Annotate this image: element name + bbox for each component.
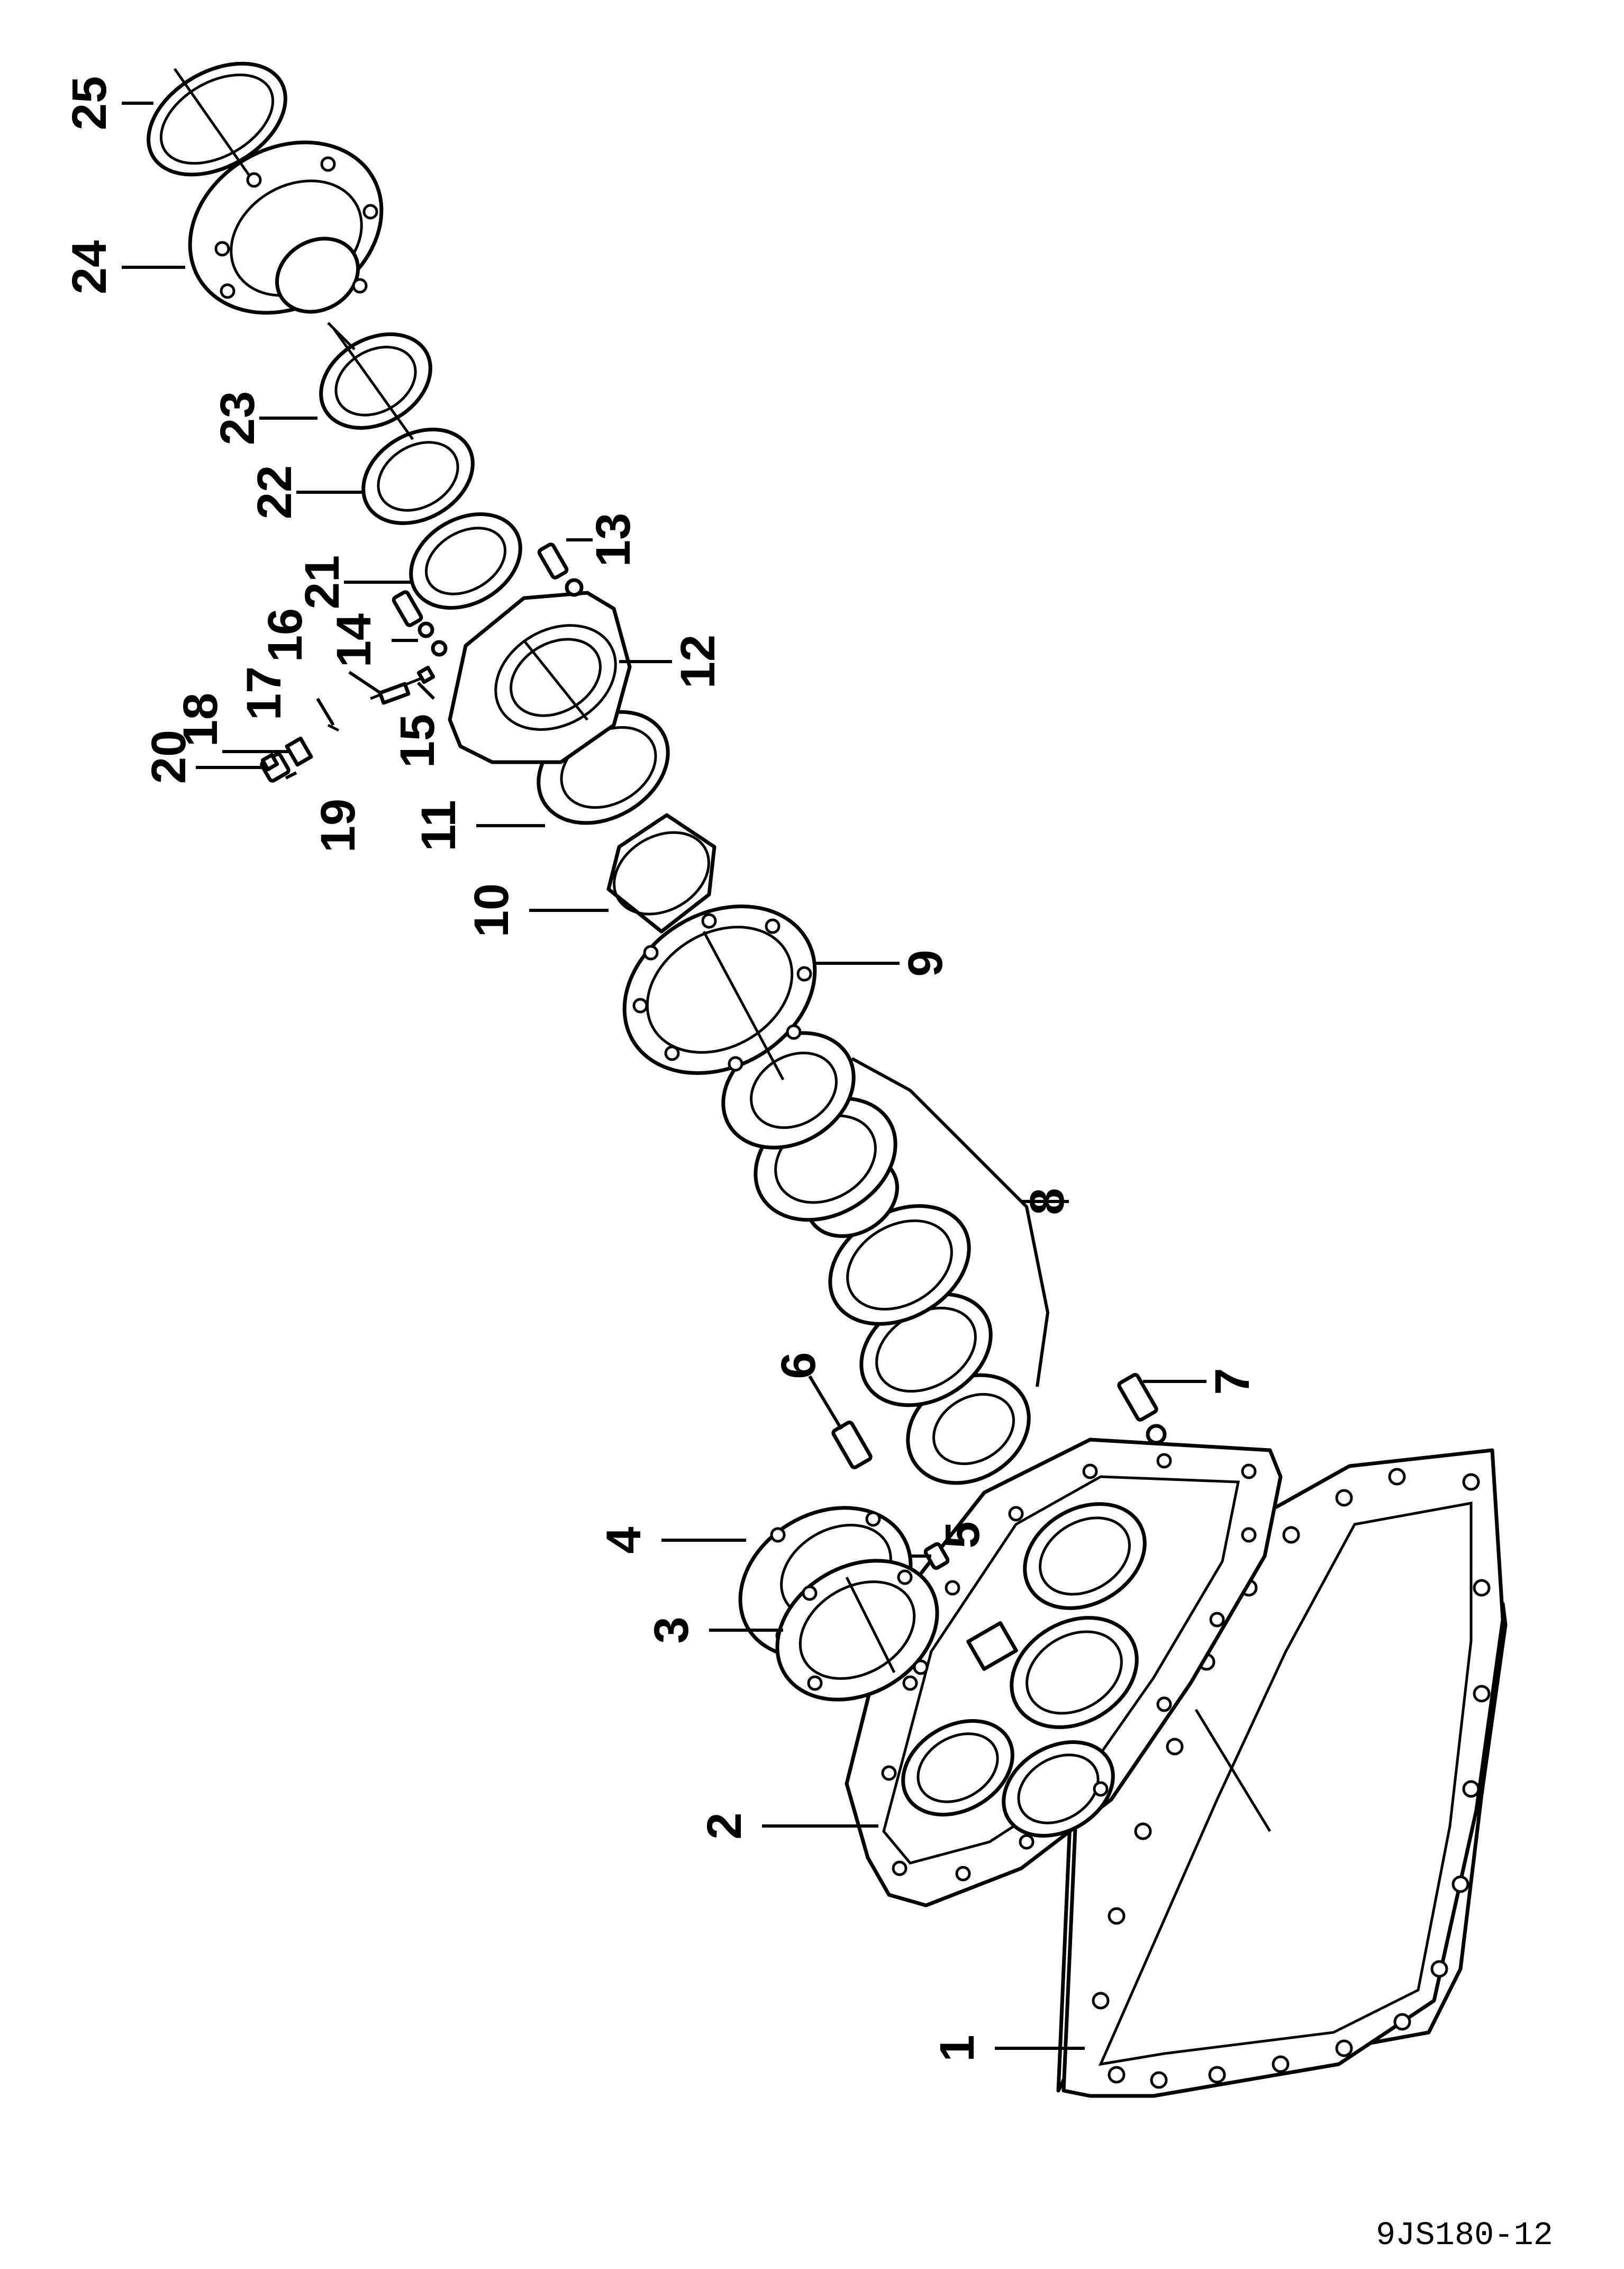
callout-5: 5 xyxy=(936,1521,990,1548)
part-8-bearing-set xyxy=(721,1031,1050,1485)
callout-7: 7 xyxy=(1205,1368,1259,1395)
callout-19: 19 xyxy=(311,799,365,853)
part-22-spacer xyxy=(361,428,475,525)
callout-22: 22 xyxy=(248,465,302,519)
part-20-cap xyxy=(260,753,279,772)
callout-3: 3 xyxy=(645,1616,698,1643)
part-13-bolt xyxy=(537,543,584,597)
callout-labels: 1 2 3 4 5 6 7 8 9 10 11 12 13 14 15 16 1… xyxy=(62,76,1259,2062)
gasket-holes xyxy=(1092,1468,1491,2089)
part-7-bolt-and-washer xyxy=(1117,1373,1167,1445)
callout-10: 10 xyxy=(465,883,519,937)
callout-1: 1 xyxy=(930,2035,984,2062)
part-9-retainer xyxy=(622,905,817,1081)
part-12-carrier xyxy=(448,591,632,764)
housing-bolt-holes xyxy=(881,1453,1257,1882)
callout-24: 24 xyxy=(62,240,116,294)
callout-15: 15 xyxy=(391,714,444,768)
part-18-spring xyxy=(285,736,313,767)
callout-18: 18 xyxy=(174,693,228,747)
leader-lines xyxy=(122,102,1206,2050)
part-14-bolt xyxy=(392,590,448,657)
part-25-ring xyxy=(147,61,287,177)
part-5-pin xyxy=(923,1542,950,1570)
callout-6: 6 xyxy=(772,1352,825,1379)
drawing-code: 9JS180-12 xyxy=(1376,2217,1553,2254)
callout-4: 4 xyxy=(597,1526,651,1553)
part-16-shaft xyxy=(370,676,424,705)
callout-12: 12 xyxy=(671,635,725,689)
part-10-sleeve xyxy=(606,813,716,934)
part-3-gasket xyxy=(775,1559,939,1702)
callout-20: 20 xyxy=(142,730,196,784)
callout-23: 23 xyxy=(211,391,265,445)
callout-16: 16 xyxy=(258,608,312,662)
callout-13: 13 xyxy=(586,513,640,567)
callout-25: 25 xyxy=(62,76,116,130)
part-6-bolt xyxy=(831,1421,873,1469)
part-21-seal xyxy=(409,512,522,610)
callout-8: 8 xyxy=(1020,1188,1074,1215)
part-23-bearing xyxy=(319,327,432,440)
callout-9: 9 xyxy=(899,950,952,977)
callout-2: 2 xyxy=(697,1812,751,1839)
callout-11: 11 xyxy=(412,800,466,851)
callout-14: 14 xyxy=(327,613,381,667)
part-2-housing xyxy=(845,1438,1283,1908)
part-15-washer xyxy=(416,665,436,684)
part-17-clip xyxy=(327,724,340,732)
callout-17: 17 xyxy=(237,666,291,720)
callout-21: 21 xyxy=(295,555,349,609)
